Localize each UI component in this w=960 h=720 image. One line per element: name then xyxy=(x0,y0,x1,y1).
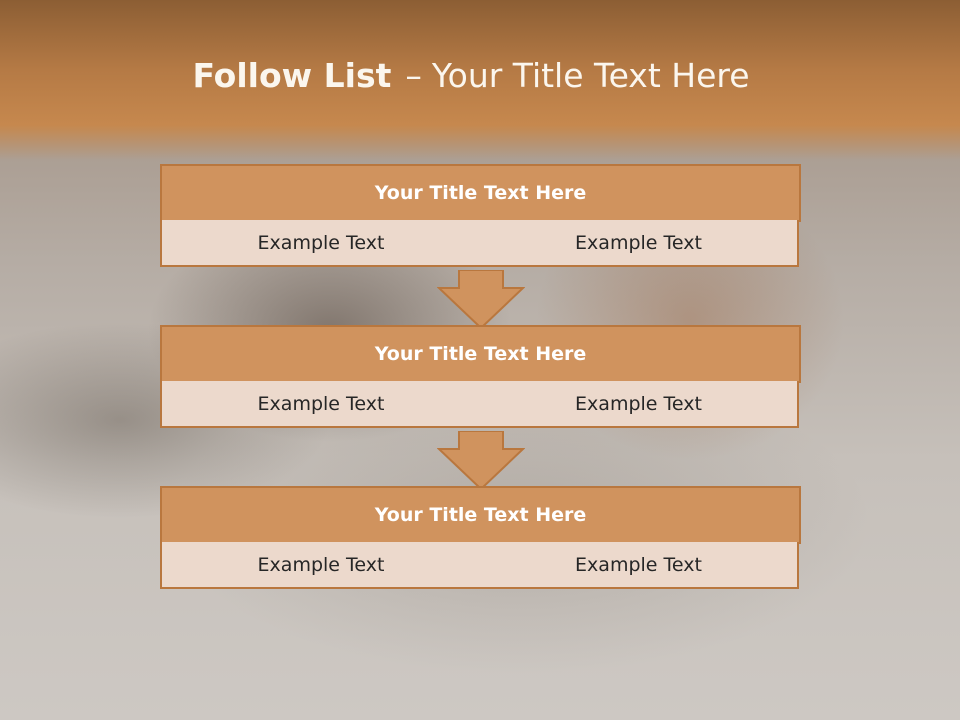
step-title-3: Your Title Text Here xyxy=(160,486,801,544)
step-1-left-text: Example Text xyxy=(160,220,482,267)
slide-title-bold: Follow List xyxy=(192,56,392,95)
slide-title-rest: Your Title Text Here xyxy=(431,56,750,95)
slide-title: Follow List–Your Title Text Here xyxy=(0,52,942,100)
down-arrow-1 xyxy=(437,270,525,330)
step-3-right-text: Example Text xyxy=(480,542,799,589)
step-1-right-text: Example Text xyxy=(480,220,799,267)
down-arrow-2 xyxy=(437,431,525,491)
step-2-right-text: Example Text xyxy=(480,381,799,428)
step-2-left-text: Example Text xyxy=(160,381,482,428)
step-block-1: Your Title Text Here Example Text Exampl… xyxy=(160,164,801,272)
header-band xyxy=(0,0,960,160)
step-title-2: Your Title Text Here xyxy=(160,325,801,383)
step-block-3: Your Title Text Here Example Text Exampl… xyxy=(160,486,801,592)
step-block-2: Your Title Text Here Example Text Exampl… xyxy=(160,325,801,433)
step-3-left-text: Example Text xyxy=(160,542,482,589)
step-title-1: Your Title Text Here xyxy=(160,164,801,222)
slide-title-separator: – xyxy=(405,56,422,95)
